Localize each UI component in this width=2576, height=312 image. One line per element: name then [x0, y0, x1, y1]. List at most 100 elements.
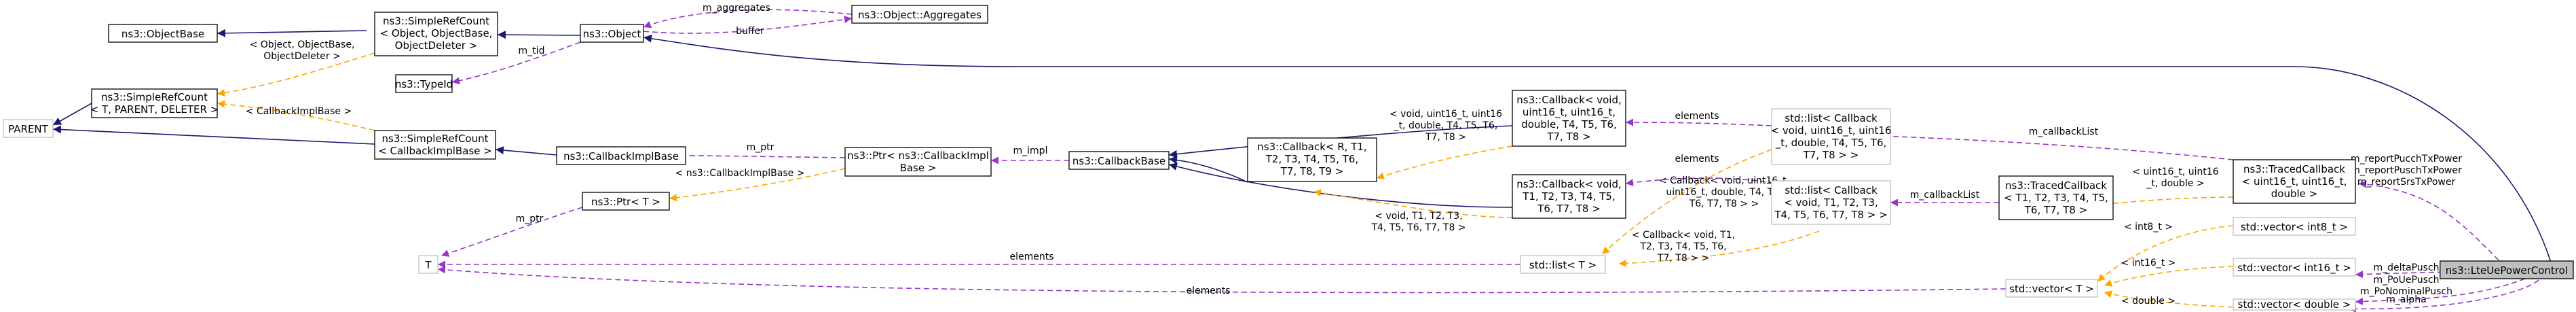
- node-simple-ref-count-object[interactable]: ns3::SimpleRefCount< Object, ObjectBase,…: [374, 12, 498, 56]
- svg-text:PARENT: PARENT: [8, 123, 48, 135]
- text-line: _t, double, T4, T5, T6,: [1394, 120, 1498, 131]
- edge-label-m-impl: m_impl: [1013, 145, 1048, 156]
- node-list-t[interactable]: std::list< T >: [1520, 255, 1606, 274]
- text-line: elements: [1675, 111, 1719, 122]
- svg-text:ns3::Callback< void,T1, T2, T3: ns3::Callback< void,T1, T2, T3, T4, T5,T…: [1516, 178, 1621, 215]
- edge-callback-uint16-elements: [1625, 118, 1772, 126]
- text-line: < T1, T2, T3, T4, T5,: [2004, 192, 2108, 204]
- text-line: std::list< Callback: [1785, 112, 1878, 124]
- text-line: m_alpha: [2386, 294, 2426, 305]
- text-line: T6, T7, T8 >: [1537, 203, 1601, 215]
- edge-label-elements-vector: elements: [1186, 285, 1230, 296]
- edge-label-int16-template: < int16_t >: [2121, 258, 2176, 268]
- node-list-callback-t1[interactable]: std::list< Callback< void, T1, T2, T3,T4…: [1771, 180, 1891, 225]
- text-line: ns3::TracedCallback: [2005, 179, 2107, 192]
- node-traced-callback-uint16[interactable]: ns3::TracedCallback< uint16_t, uint16_t,…: [2233, 159, 2356, 204]
- text-line: buffer: [736, 26, 764, 37]
- svg-text:ns3::TypeId: ns3::TypeId: [395, 78, 453, 90]
- text-line: std::vector< T >: [2009, 283, 2094, 295]
- text-line: ObjectDeleter >: [395, 39, 478, 52]
- edge-label-m-ptr-cbimpl: m_ptr: [747, 142, 774, 153]
- text-line: T2, T3, T4, T5, T6,: [1265, 153, 1358, 165]
- text-line: T6, T7, T8 > >: [1689, 198, 1759, 209]
- text-line: < uint16_t, uint16_t,: [2242, 175, 2347, 188]
- text-line: std::vector< double >: [2238, 298, 2351, 311]
- text-line: < int8_t >: [2124, 222, 2173, 232]
- node-callback-base[interactable]: ns3::CallbackBase: [1068, 151, 1170, 170]
- text-line: T4, T5, T6, T7, T8 >: [1370, 222, 1466, 233]
- text-line: ns3::CallbackBase: [1072, 155, 1165, 167]
- text-line: T7, T8 >: [1546, 131, 1590, 143]
- node-vector-double[interactable]: std::vector< double >: [2233, 298, 2356, 311]
- edge-label-m-delta-pusch: m_deltaPusch: [2373, 262, 2439, 273]
- node-lte-ue-power-control[interactable]: ns3::LteUePowerControl: [2440, 260, 2574, 279]
- edge-ptr-cbimpl-m-ptr: [635, 152, 846, 160]
- node-object-aggregates[interactable]: ns3::Object::Aggregates: [851, 5, 988, 24]
- edge-label-m-tid: m_tid: [519, 46, 545, 56]
- text-line: < uint16_t, uint16: [2132, 167, 2219, 177]
- edge-template-int16: [2104, 266, 2234, 287]
- edge-label-list-t1-template: < Callback< void, T1,T2, T3, T4, T5, T6,…: [1632, 230, 1735, 264]
- text-line: < void, T1, T2, T3,: [1375, 211, 1462, 222]
- text-line: T2, T3, T4, T5, T6,: [1639, 241, 1726, 252]
- node-callback-void-t1[interactable]: ns3::Callback< void,T1, T2, T3, T4, T5,T…: [1512, 174, 1626, 219]
- svg-text:ns3::CallbackImplBase: ns3::CallbackImplBase: [563, 150, 679, 162]
- edge-label-m-ptr-t: m_ptr: [516, 213, 544, 224]
- edge-simple-ref-count-cbimpl-parent: [52, 125, 375, 145]
- node-parent[interactable]: PARENT: [3, 119, 54, 138]
- text-line: T7, T8 > >: [1803, 149, 1859, 161]
- text-line: std::list< T >: [1529, 259, 1597, 271]
- node-type-id[interactable]: ns3::TypeId: [395, 74, 453, 93]
- text-line: std::vector< int8_t >: [2241, 221, 2348, 234]
- node-simple-ref-count-template[interactable]: ns3::SimpleRefCount< T, PARENT, DELETER …: [90, 88, 219, 118]
- text-line: < int16_t >: [2121, 258, 2176, 268]
- edge-template-int8: [2097, 225, 2234, 282]
- edge-template-cb-uint16: [1376, 145, 1513, 180]
- node-ptr-t[interactable]: ns3::Ptr< T >: [582, 192, 670, 211]
- edge-template-ns3-cbimpl: [669, 168, 846, 202]
- node-simple-ref-count-cbimpl[interactable]: ns3::SimpleRefCount< CallbackImplBase >: [374, 130, 496, 160]
- edge-template-cbimpl-base: [217, 100, 375, 131]
- text-line: ns3::ObjectBase: [122, 28, 204, 40]
- svg-text:ns3::Object: ns3::Object: [583, 28, 641, 40]
- edge-label-buffer: buffer: [736, 26, 764, 37]
- edge-vector-double-m-alpha: [2348, 279, 2539, 312]
- node-object-base[interactable]: ns3::ObjectBase: [108, 24, 218, 43]
- text-line: ns3::CallbackImplBase: [563, 150, 679, 162]
- edge-label-list-t-template: < Callback< void, uint16_t,uint16_t, dou…: [1659, 175, 1789, 209]
- text-line: std::list< Callback: [1785, 184, 1878, 196]
- node-vector-int8[interactable]: std::vector< int8_t >: [2233, 217, 2356, 236]
- svg-text:T: T: [424, 259, 432, 271]
- text-line: T7, T8, T9 >: [1280, 165, 1344, 177]
- text-line: ns3::SimpleRefCount: [383, 15, 489, 27]
- edge-label-cb-t1-template: < void, T1, T2, T3,T4, T5, T6, T7, T8 >: [1370, 211, 1466, 233]
- node-vector-t[interactable]: std::vector< T >: [2005, 279, 2098, 298]
- svg-text:ns3::Object::Aggregates: ns3::Object::Aggregates: [858, 9, 982, 21]
- node-vector-int16[interactable]: std::vector< int16_t >: [2233, 258, 2356, 277]
- node-callback-template[interactable]: ns3::Callback< R, T1,T2, T3, T4, T5, T6,…: [1247, 137, 1377, 182]
- svg-text:ns3::SimpleRefCount< CallbackI: ns3::SimpleRefCount< CallbackImplBase >: [378, 133, 492, 157]
- text-line: m_aggregates: [703, 3, 770, 14]
- text-line: ns3::Callback< R, T1,: [1257, 141, 1366, 153]
- svg-text:ns3::SimpleRefCount< Object, O: ns3::SimpleRefCount< Object, ObjectBase,…: [380, 15, 493, 52]
- text-line: _t, double >: [2146, 178, 2204, 189]
- text-line: ns3::TracedCallback: [2243, 163, 2345, 175]
- svg-text:ns3::TracedCallback< uint16_t,: ns3::TracedCallback< uint16_t, uint16_t,…: [2242, 163, 2347, 200]
- node-callback-impl-base[interactable]: ns3::CallbackImplBase: [556, 146, 686, 165]
- svg-text:ns3::CallbackBase: ns3::CallbackBase: [1072, 155, 1165, 167]
- edge-template-object-deleter: [217, 52, 375, 97]
- text-line: elements: [1186, 285, 1230, 296]
- node-t[interactable]: T: [418, 255, 438, 274]
- edge-label-object-deleter: < Object, ObjectBase,ObjectDeleter >: [250, 39, 355, 62]
- node-callback-void-uint16[interactable]: ns3::Callback< void,uint16_t, uint16_t,d…: [1512, 90, 1626, 147]
- edge-label-m-callback-list-t1: m_callbackList: [1910, 190, 1980, 201]
- text-line: m_callbackList: [2029, 126, 2099, 137]
- svg-text:ns3::SimpleRefCount< T, PARENT: ns3::SimpleRefCount< T, PARENT, DELETER …: [90, 91, 219, 116]
- text-line: m_reportPucchTxPower: [2351, 154, 2462, 164]
- node-list-callback-uint16[interactable]: std::list< Callback< void, uint16_t, uin…: [1771, 108, 1892, 165]
- node-traced-callback-template[interactable]: ns3::TracedCallback< T1, T2, T3, T4, T5,…: [1998, 175, 2114, 220]
- text-line: m_PoUePusch: [2374, 275, 2440, 285]
- node-object[interactable]: ns3::Object: [580, 24, 644, 43]
